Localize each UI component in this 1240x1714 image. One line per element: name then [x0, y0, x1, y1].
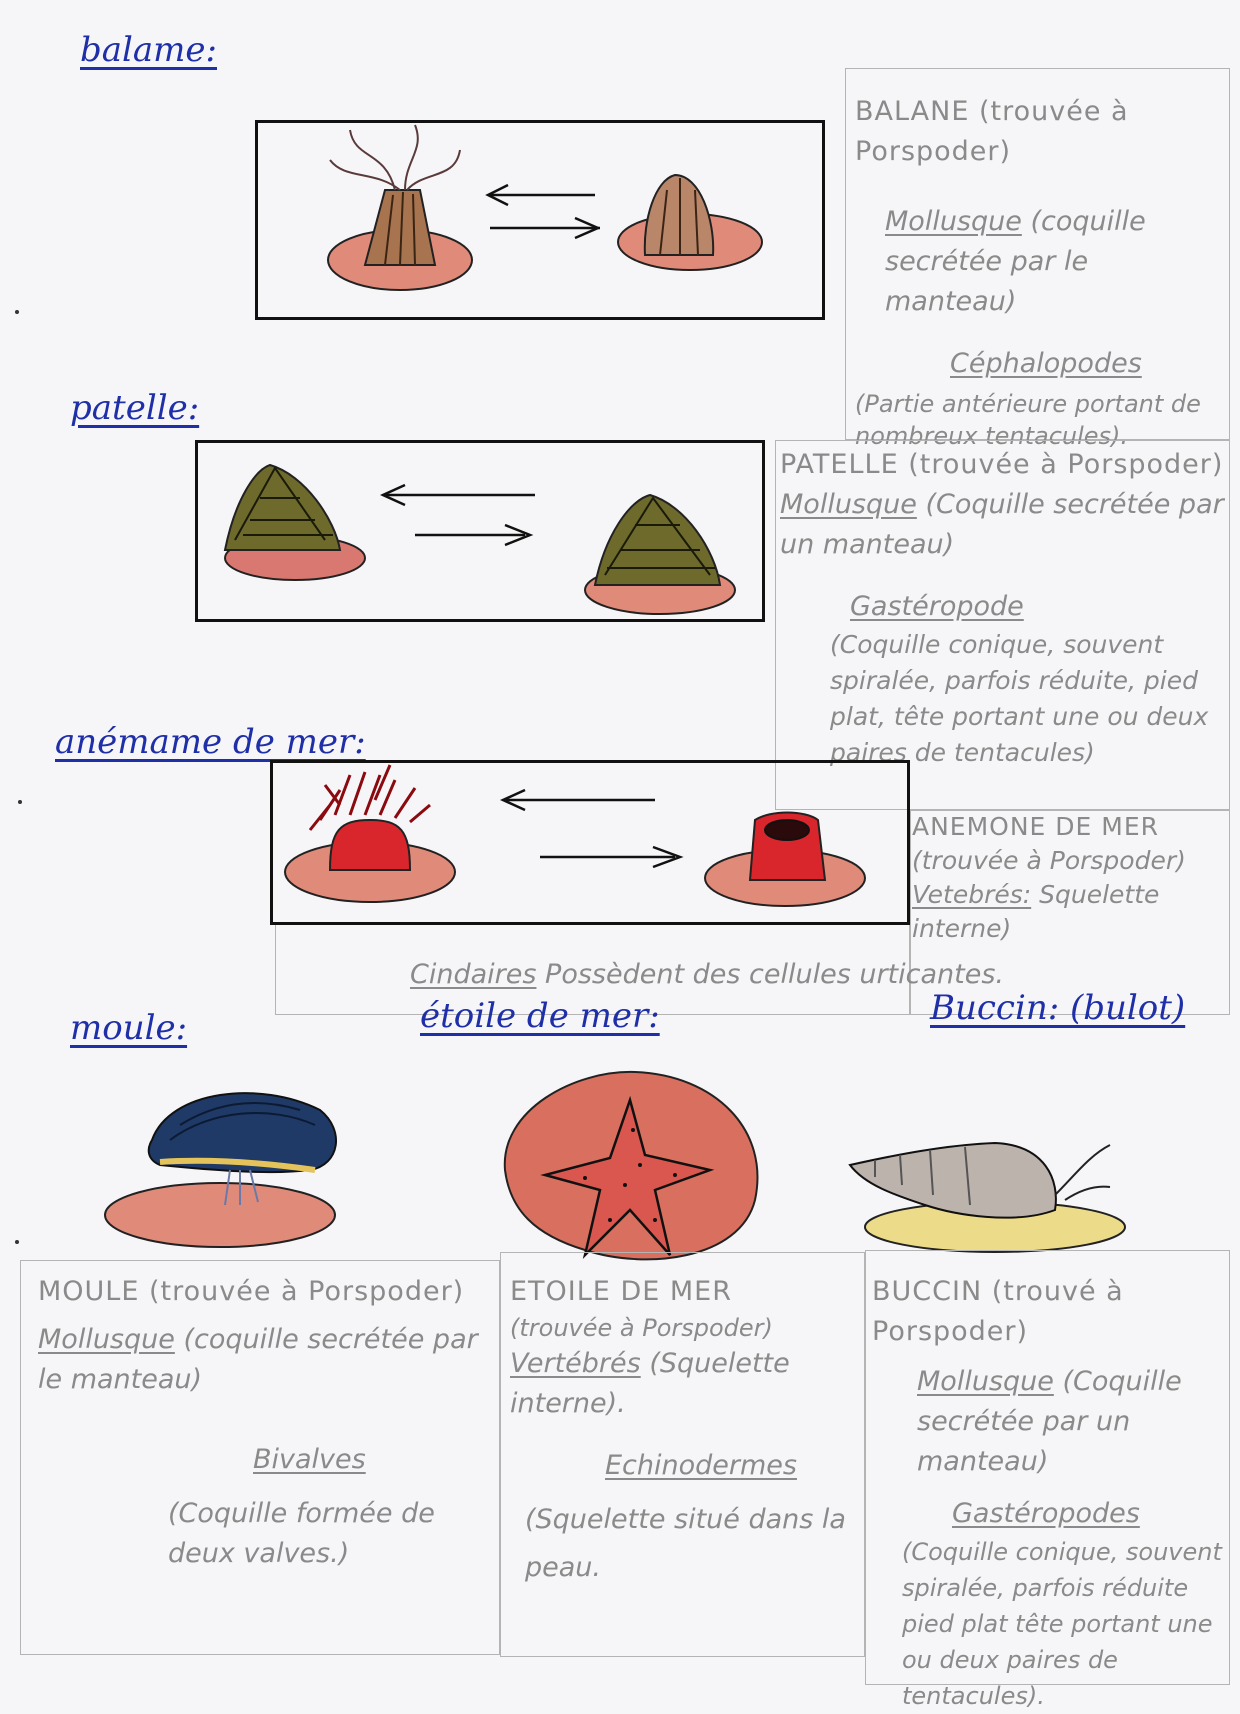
mussel-illustration — [104, 1092, 337, 1248]
note-buccin: BUCCIN (trouvé à Porspoder) Mollusque (C… — [872, 1272, 1227, 1714]
heading-buccin: Buccin: (bulot) — [930, 988, 1186, 1028]
note-title: ETOILE DE MER — [510, 1276, 732, 1307]
note-phylum-desc: (Squelette interne). — [510, 1348, 790, 1419]
note-patelle: PATELLE (trouvée à Porspoder) Mollusque … — [780, 445, 1225, 771]
frame-patelle — [195, 440, 765, 622]
note-group-desc: (Squelette situé dans la peau. — [525, 1504, 846, 1583]
note-anemone-group: Cindaires Possèdent des cellules urtican… — [410, 955, 1050, 995]
note-group: Céphalopodes — [950, 348, 1142, 379]
heading-balane: balame: — [80, 30, 217, 70]
note-phylum-desc: Squelette interne) — [912, 880, 1160, 943]
note-phylum: Mollusque — [885, 206, 1022, 237]
pencil-dot — [18, 800, 22, 804]
note-subtitle: (trouvée à Porspoder) — [912, 846, 1186, 875]
note-subtitle: (trouvée à Porspoder) — [510, 1314, 773, 1342]
pencil-dot — [15, 310, 19, 314]
note-box-anemone — [910, 810, 1230, 1015]
frame-balane — [255, 120, 825, 320]
note-box-anemone-lower — [275, 925, 910, 1015]
note-phylum-desc: (Coquille secrétée par un manteau) — [780, 489, 1224, 560]
note-group: Gastéropode — [850, 591, 1024, 622]
note-group-desc: (Coquille conique, souvent spiralée, par… — [902, 1538, 1222, 1710]
arrow-icon — [485, 183, 600, 240]
note-phylum-desc: (coquille secrétée par le manteau) — [885, 206, 1146, 317]
note-phylum: Vertébrés — [510, 1348, 641, 1379]
whelk-illustration — [848, 1141, 1126, 1253]
note-group-desc: (Partie antérieure portant de nombreux t… — [855, 390, 1201, 450]
note-phylum-desc: (coquille secrétée par le manteau) — [38, 1324, 478, 1395]
limpet-illustration — [223, 463, 736, 615]
heading-etoile: étoile de mer: — [420, 996, 660, 1036]
note-group-desc: (Coquille formée de deux valves.) — [168, 1498, 435, 1569]
note-title: MOULE (trouvée à Porspoder) — [38, 1276, 465, 1307]
pencil-dot — [15, 1240, 19, 1244]
note-group-desc: Possèdent des cellules urticantes. — [545, 959, 1004, 990]
note-box-etoile — [500, 1252, 865, 1657]
note-phylum: Mollusque — [38, 1324, 175, 1355]
note-phylum: Vetebrés: — [912, 880, 1032, 909]
note-title: PATELLE (trouvée à Porspoder) — [780, 449, 1224, 480]
note-box-buccin — [865, 1250, 1230, 1685]
heading-moule: moule: — [70, 1008, 188, 1048]
frame-anemone — [270, 760, 910, 925]
note-title: BUCCIN (trouvé à Porspoder) — [872, 1276, 1124, 1347]
note-phylum-desc: (Coquille secrétée par un manteau) — [917, 1366, 1182, 1477]
arrow-icon — [499, 788, 684, 869]
note-group: Gastéropodes — [952, 1498, 1140, 1529]
note-group: Cindaires — [410, 959, 537, 990]
note-moule: MOULE (trouvée à Porspoder) Mollusque (c… — [38, 1272, 493, 1574]
anemone-illustration — [284, 764, 866, 907]
note-anemone: ANEMONE DE MER (trouvée à Porspoder) Vet… — [912, 810, 1227, 946]
arrow-icon — [379, 483, 535, 547]
note-title: ANEMONE DE MER — [912, 812, 1160, 841]
note-box-moule — [20, 1260, 500, 1655]
note-balane: BALANE (trouvée à Porspoder) Mollusque (… — [855, 92, 1220, 452]
note-title: BALANE (trouvée à Porspoder) — [855, 96, 1129, 167]
note-etoile: ETOILE DE MER (trouvée à Porspoder) Vert… — [510, 1272, 860, 1592]
note-box-balane — [845, 68, 1230, 440]
heading-anemone: anémame de mer: — [55, 722, 366, 762]
starfish-illustration — [503, 1070, 759, 1261]
heading-patelle: patelle: — [70, 388, 200, 428]
note-group: Bivalves — [253, 1444, 366, 1475]
barnacle-illustration — [327, 124, 763, 291]
note-group: Echinodermes — [605, 1450, 797, 1481]
note-box-patelle — [775, 440, 1230, 810]
note-phylum: Mollusque — [780, 489, 917, 520]
note-phylum: Mollusque — [917, 1366, 1054, 1397]
note-group-desc: (Coquille conique, souvent spiralée, par… — [830, 630, 1209, 767]
